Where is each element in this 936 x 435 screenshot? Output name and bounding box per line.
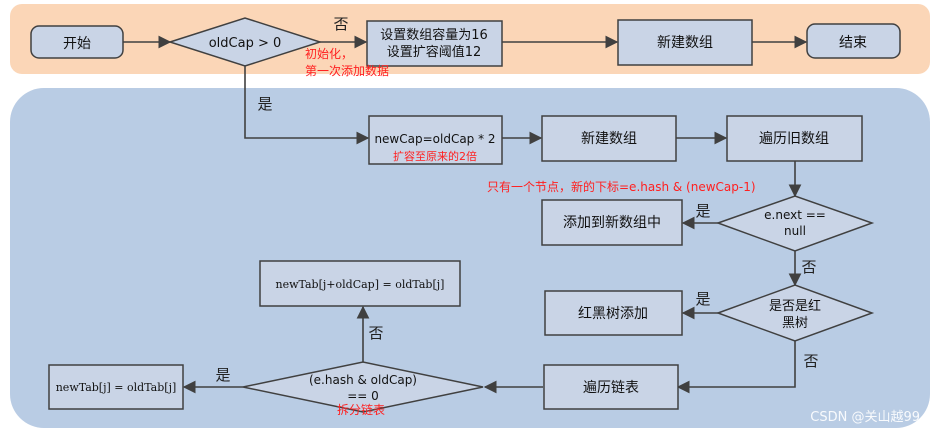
assign-high-label: newTab[j+oldCap] = oldTab[j] [276,278,445,291]
annotation-split-list: 拆分链表 [337,402,385,417]
new-array-top-label: 新建数组 [657,35,713,51]
init-capacity-line1: 设置数组容量为16 [380,27,488,43]
label-no-oldcap: 否 [333,15,348,33]
new-array-label: 新建数组 [581,131,637,147]
watermark: CSDN @关山越99 [810,410,920,425]
annotation-init-2: 第一次添加数据 [305,63,389,78]
new-array-node [541,115,677,162]
label-yes-rbtree: 是 [695,290,710,308]
label-no-hash: 否 [368,324,383,342]
next-null-decision [715,195,875,252]
assign-low-node [48,364,184,410]
label-yes-oldcap: 是 [257,95,272,113]
hash-decision-line1: (e.hash & oldCap) [309,373,417,387]
arrow-cond-to-newcap [244,66,370,145]
annotation-init-1: 初始化， [305,47,353,61]
annotation-double: 扩容至原来的2倍 [393,149,477,163]
rbtree-line2: 黑树 [782,316,808,331]
assign-low-label: newTab[j] = oldTab[j] [56,381,177,394]
end-node [806,23,901,59]
connectors [123,35,808,394]
label-no-nextnull: 否 [801,258,816,276]
rbtree-add-label: 红黑树添加 [578,306,648,322]
init-capacity-line2: 设置扩容阈值12 [387,44,482,60]
end-label: 结束 [839,35,867,51]
label-yes-hash: 是 [215,366,230,384]
next-null-line1: e.next == [764,208,826,222]
hash-decision [242,361,484,413]
iterate-list-label: 遍历链表 [583,380,639,396]
iterate-list-node [543,364,679,410]
rbtree-decision [715,284,875,342]
start-node [30,25,124,59]
annotation-single-node: 只有一个节点，新的下标=e.hash & (newCap-1) [487,179,756,194]
rbtree-add-node [544,290,683,336]
iterate-old-label: 遍历旧数组 [759,131,829,147]
assign-high-node [259,260,461,307]
add-new-array-node [541,199,683,246]
init-capacity-node [366,20,503,67]
bottom-band [10,88,930,428]
start-label: 开始 [63,36,91,52]
newcap-label: newCap=oldCap * 2 [374,132,495,146]
iterate-old-node [726,115,863,162]
add-new-array-label: 添加到新数组中 [563,215,661,231]
rbtree-line1: 是否是红 [769,298,821,314]
hash-decision-line2: == 0 [347,389,379,403]
newcap-node [368,115,503,165]
oldcap-decision-label: oldCap > 0 [209,36,282,51]
arrow-rbtree-to-iterlist [676,341,796,394]
next-null-line2: null [784,224,806,238]
label-no-rbtree: 否 [803,352,818,370]
new-array-top-node [617,19,753,66]
oldcap-decision [167,17,323,67]
label-yes-nextnull: 是 [695,202,710,220]
